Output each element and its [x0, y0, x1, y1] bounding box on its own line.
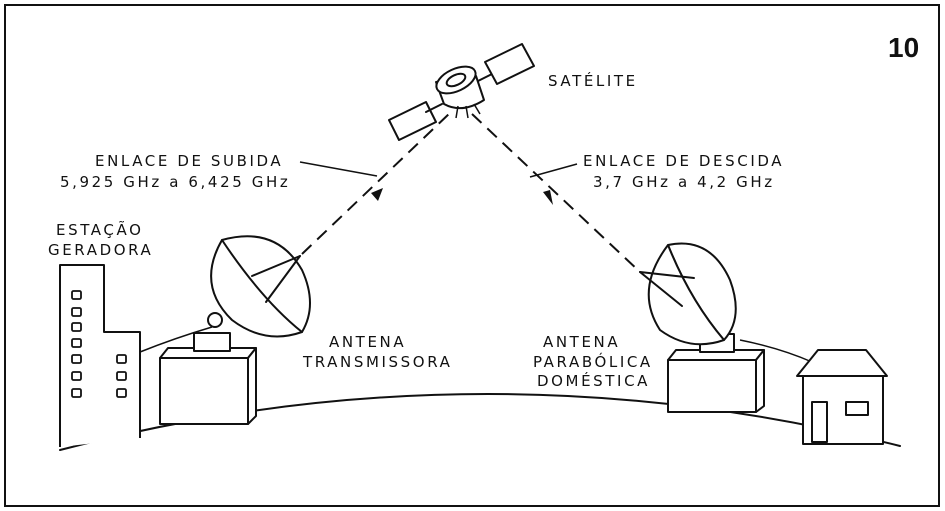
house-door [811, 401, 828, 443]
downlink-arrow [543, 190, 553, 205]
downlink-path [471, 113, 641, 273]
home-antenna-base [667, 359, 757, 413]
uplink-title: ENLACE DE SUBIDA [95, 152, 283, 170]
home-antenna [639, 242, 813, 413]
house [796, 349, 888, 445]
station-label-line2: GERADORA [48, 241, 153, 259]
station-windows [71, 290, 127, 398]
uplink-frequency: 5,925 GHz a 6,425 GHz [60, 173, 290, 191]
uplink-path [301, 111, 452, 255]
downlink-leader-line [529, 163, 578, 178]
uplink-arrow [371, 188, 383, 201]
uplink-leader-line [299, 161, 378, 177]
home-antenna-label-line1: ANTENA [543, 333, 620, 351]
satellite-solar-panel-right [484, 43, 535, 85]
home-antenna-label-line3: DOMÉSTICA [537, 371, 650, 390]
home-antenna-label-line2: PARABÓLICA [533, 352, 653, 371]
station-label-line1: ESTAÇÃO [56, 220, 143, 239]
transmitting-antenna [159, 235, 311, 425]
downlink-title: ENLACE DE DESCIDA [583, 152, 784, 170]
house-roof [796, 349, 888, 377]
tx-antenna-base [159, 357, 249, 425]
tx-antenna-label-line1: ANTENA [329, 333, 406, 351]
house-window [845, 401, 869, 416]
figure-number: 10 [888, 32, 919, 63]
tx-antenna-label-line2: TRANSMISSORA [302, 353, 452, 371]
satellite [388, 43, 535, 141]
generating-station [59, 264, 213, 447]
downlink-frequency: 3,7 GHz a 4,2 GHz [593, 173, 775, 191]
satellite-label: SATÉLITE [548, 71, 638, 90]
satellite-solar-panel-left [388, 101, 437, 141]
satellite-body [435, 65, 485, 119]
